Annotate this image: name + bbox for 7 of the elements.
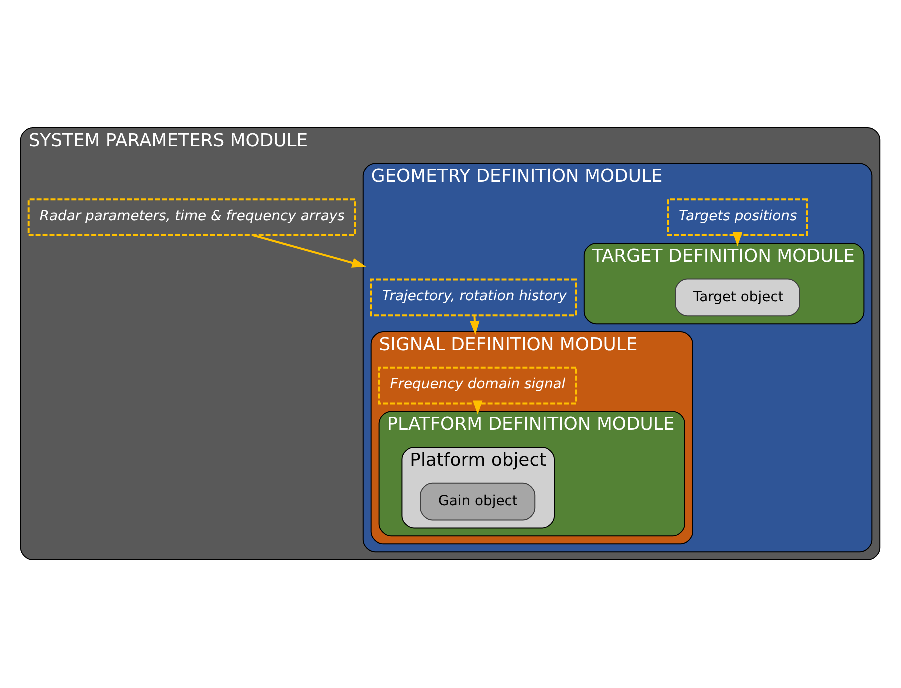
node-box: Target object	[675, 278, 800, 317]
arrow	[253, 234, 366, 268]
node-box: Gain object	[420, 482, 536, 521]
arrow	[732, 232, 743, 246]
arrow	[473, 400, 483, 415]
node-box: Radar parameters, time & frequency arrays	[28, 198, 356, 236]
node-box: Trajectory, rotation history	[370, 278, 578, 317]
